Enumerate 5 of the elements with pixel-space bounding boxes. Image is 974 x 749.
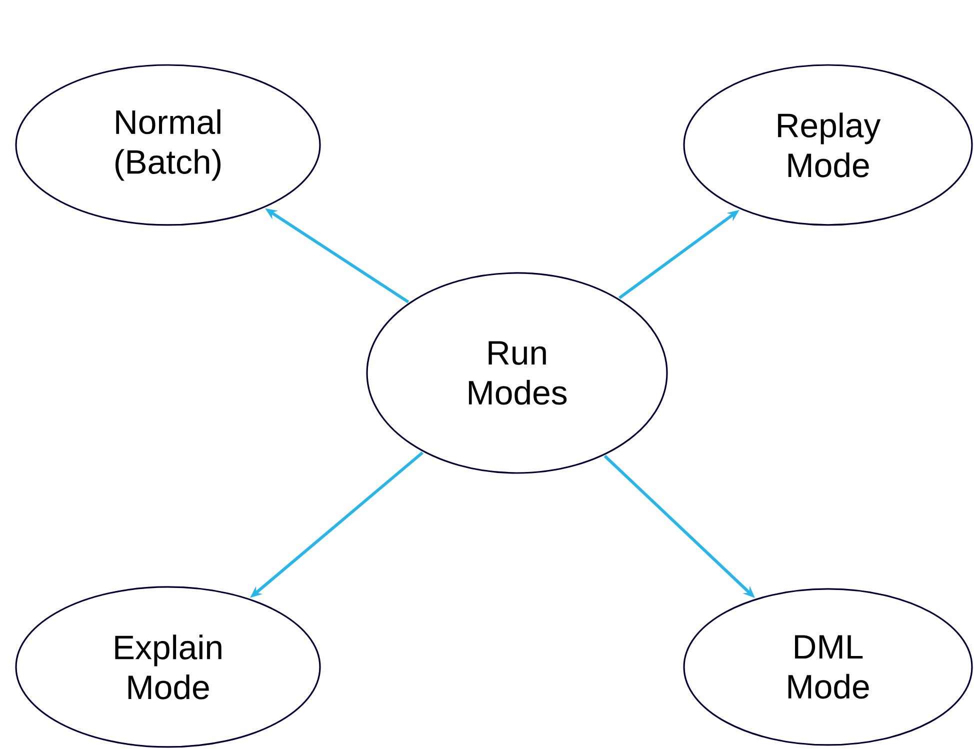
ellipse-node: Explain Mode xyxy=(15,586,321,748)
ellipse-node: Run Modes xyxy=(366,272,668,474)
ellipse-node: DML Mode xyxy=(683,588,973,746)
ellipse-node: Normal (Batch) xyxy=(15,64,321,226)
ellipse-node: Replay Mode xyxy=(683,64,973,226)
